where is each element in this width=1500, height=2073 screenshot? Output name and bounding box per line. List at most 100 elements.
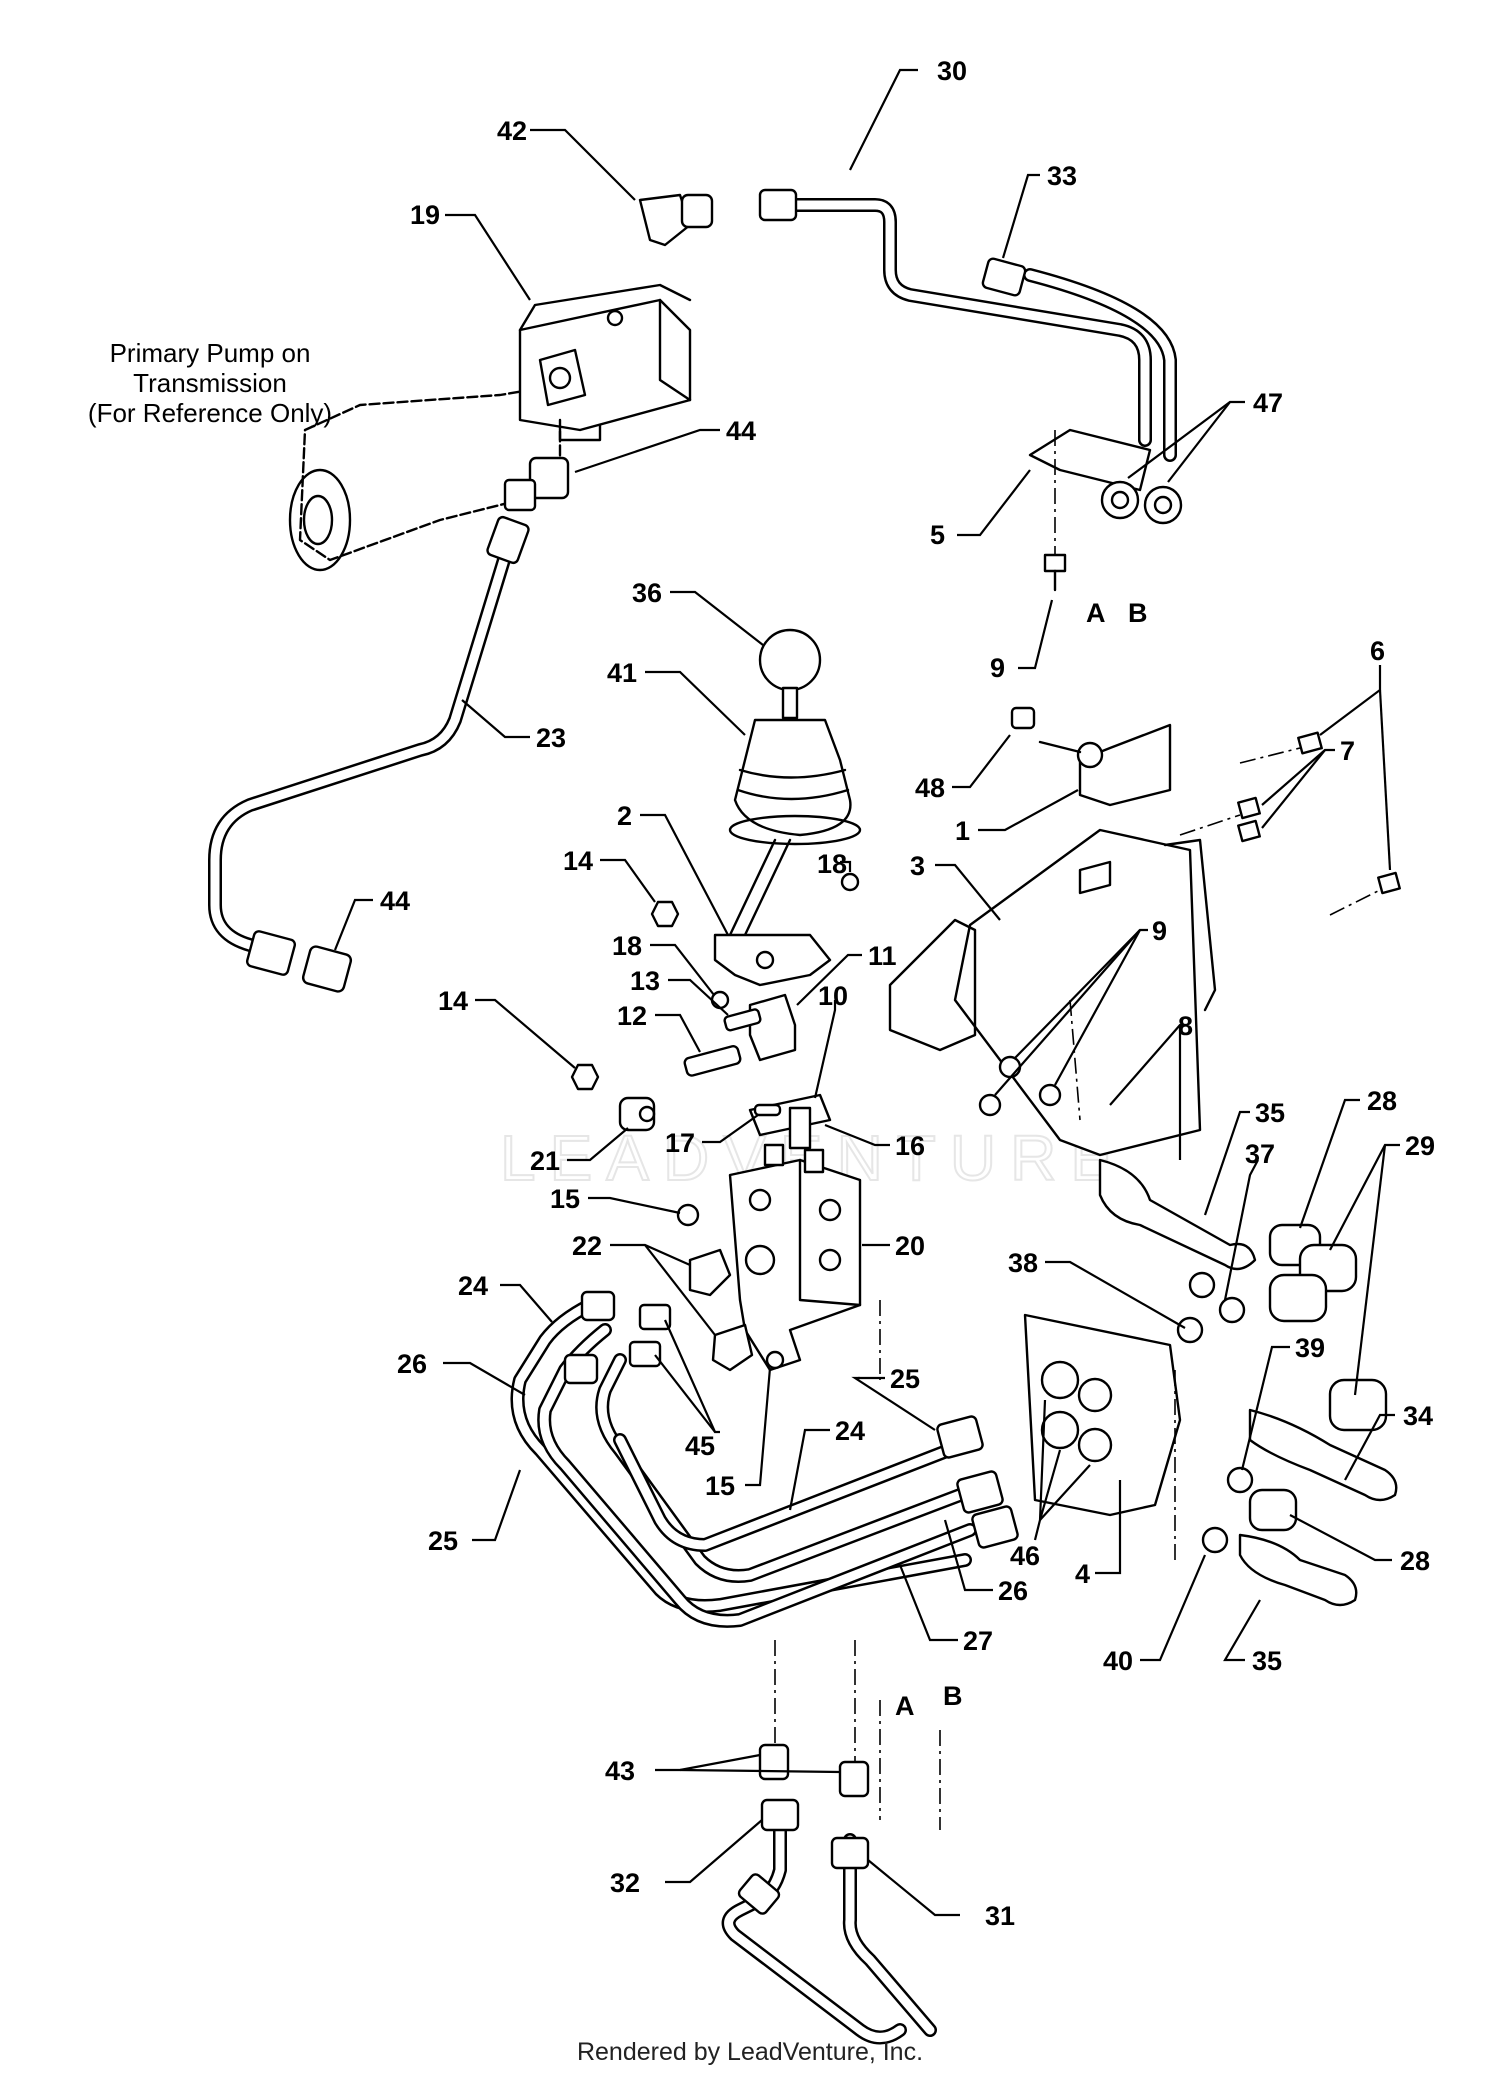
callout-15-lower: 15 xyxy=(705,1471,735,1501)
control-valve-20 xyxy=(728,1143,862,1372)
footer-credit: Rendered by LeadVenture, Inc. xyxy=(576,2038,924,2066)
callout-44-top: 44 xyxy=(726,416,756,446)
callout-43: 43 xyxy=(605,1756,635,1786)
callout-46: 46 xyxy=(1010,1541,1040,1571)
bolt-9-top xyxy=(1043,553,1067,592)
callout-48: 48 xyxy=(915,773,945,803)
bolt-15-upper xyxy=(676,1203,700,1227)
callout-25-lower: 25 xyxy=(428,1526,458,1556)
bulkhead-plate-4 xyxy=(1023,1313,1182,1560)
callout-20: 20 xyxy=(895,1231,925,1261)
reference-line-3: (For Reference Only) xyxy=(88,398,332,428)
callout-32: 32 xyxy=(610,1868,640,1898)
callout-16: 16 xyxy=(895,1131,925,1161)
lever-boot-41 xyxy=(728,718,862,937)
elbow-22-upper xyxy=(688,1248,732,1297)
callout-40: 40 xyxy=(1103,1646,1133,1676)
port-label-b-top: B xyxy=(1128,598,1148,628)
hose-34 xyxy=(1248,1378,1398,1502)
callout-21: 21 xyxy=(530,1146,560,1176)
port-label-a-bottom: A xyxy=(895,1691,915,1721)
spacer-21 xyxy=(618,1096,656,1132)
nut-14-upper xyxy=(650,900,680,928)
bolt-15-lower xyxy=(765,1350,785,1370)
callout-24-lower: 24 xyxy=(835,1416,865,1446)
bracket-1 xyxy=(1038,723,1172,807)
callout-44-bottom: 44 xyxy=(380,886,410,916)
pin-13 xyxy=(723,1008,762,1032)
callout-28-lower: 28 xyxy=(1400,1546,1430,1576)
control-knob-36 xyxy=(758,628,822,720)
callout-10: 10 xyxy=(818,981,848,1011)
callout-9-top: 9 xyxy=(990,653,1005,683)
callout-28-upper: 28 xyxy=(1367,1086,1397,1116)
callout-11: 11 xyxy=(868,941,897,971)
callout-33: 33 xyxy=(1047,161,1077,191)
fitting-44-bottom xyxy=(301,945,353,993)
elbow-22-lower xyxy=(711,1323,754,1372)
callout-37: 37 xyxy=(1245,1139,1275,1169)
callout-35-upper: 35 xyxy=(1255,1098,1285,1128)
bolt-6-lower xyxy=(1329,871,1401,916)
fitting-45-upper xyxy=(638,1303,672,1331)
callout-14-lower: 14 xyxy=(438,986,468,1016)
callout-26-upper: 26 xyxy=(397,1349,427,1379)
reference-line-2: Transmission xyxy=(133,368,287,398)
callout-5: 5 xyxy=(930,520,945,550)
callout-26-lower: 26 xyxy=(998,1576,1028,1606)
fitting-45-lower xyxy=(628,1340,662,1368)
cover-plate-3 xyxy=(888,828,1217,1157)
bolts-7 xyxy=(1179,796,1261,843)
pivot-block-11 xyxy=(748,993,797,1062)
nut-14-lower xyxy=(570,1063,600,1091)
primary-pump-illustration xyxy=(288,283,692,572)
callout-36: 36 xyxy=(632,578,662,608)
callout-31: 31 xyxy=(985,1901,1015,1931)
callout-15-upper: 15 xyxy=(550,1184,580,1214)
callout-27: 27 xyxy=(963,1626,993,1656)
port-label-a-top: A xyxy=(1086,598,1106,628)
callout-29: 29 xyxy=(1405,1131,1435,1161)
callout-6: 6 xyxy=(1370,636,1385,666)
tubes-31-32 xyxy=(721,1700,941,2045)
callout-45: 45 xyxy=(685,1431,715,1461)
clip-18-upper xyxy=(840,872,860,892)
centerline-b xyxy=(1069,999,1081,1121)
callout-4: 4 xyxy=(1075,1559,1090,1589)
elbow-fitting-42 xyxy=(638,193,714,247)
port-labels: A B A B xyxy=(895,598,1148,1721)
clevis-16 xyxy=(748,1093,832,1150)
tube-bundle xyxy=(510,1290,1019,1628)
callout-7: 7 xyxy=(1340,736,1355,766)
callout-12: 12 xyxy=(617,1001,647,1031)
callout-1: 1 xyxy=(955,816,970,846)
bolt-9-a xyxy=(998,1055,1022,1079)
callout-42: 42 xyxy=(497,116,527,146)
callout-14-upper: 14 xyxy=(563,846,593,876)
callout-47: 47 xyxy=(1253,388,1283,418)
callout-34: 34 xyxy=(1403,1401,1433,1431)
washers-37-38 xyxy=(1176,1271,1246,1344)
hose-35-upper xyxy=(1098,1158,1257,1271)
callout-2: 2 xyxy=(617,801,632,831)
callout-17: 17 xyxy=(665,1128,695,1158)
callout-25-upper: 25 xyxy=(890,1364,920,1394)
sleeves-28-29-upper xyxy=(1268,1223,1358,1323)
callout-13: 13 xyxy=(630,966,660,996)
washers-39-40 xyxy=(1201,1466,1254,1554)
callout-18-lower: 18 xyxy=(612,931,642,961)
callout-19: 19 xyxy=(410,200,440,230)
reference-line-1: Primary Pump on xyxy=(110,338,311,368)
bolt-6-upper xyxy=(1239,731,1323,764)
callout-18-upper: 18 xyxy=(817,849,847,879)
callout-9-mid: 9 xyxy=(1152,916,1167,946)
bolt-9-c xyxy=(1038,1083,1062,1107)
port-label-b-bottom: B xyxy=(943,1681,963,1711)
fitting-44-top xyxy=(503,456,570,512)
callout-39: 39 xyxy=(1295,1333,1325,1363)
leader-lines xyxy=(333,68,1400,1917)
hose-35-lower xyxy=(1238,1488,1358,1607)
callout-23: 23 xyxy=(536,723,566,753)
pin-17 xyxy=(753,1103,782,1117)
